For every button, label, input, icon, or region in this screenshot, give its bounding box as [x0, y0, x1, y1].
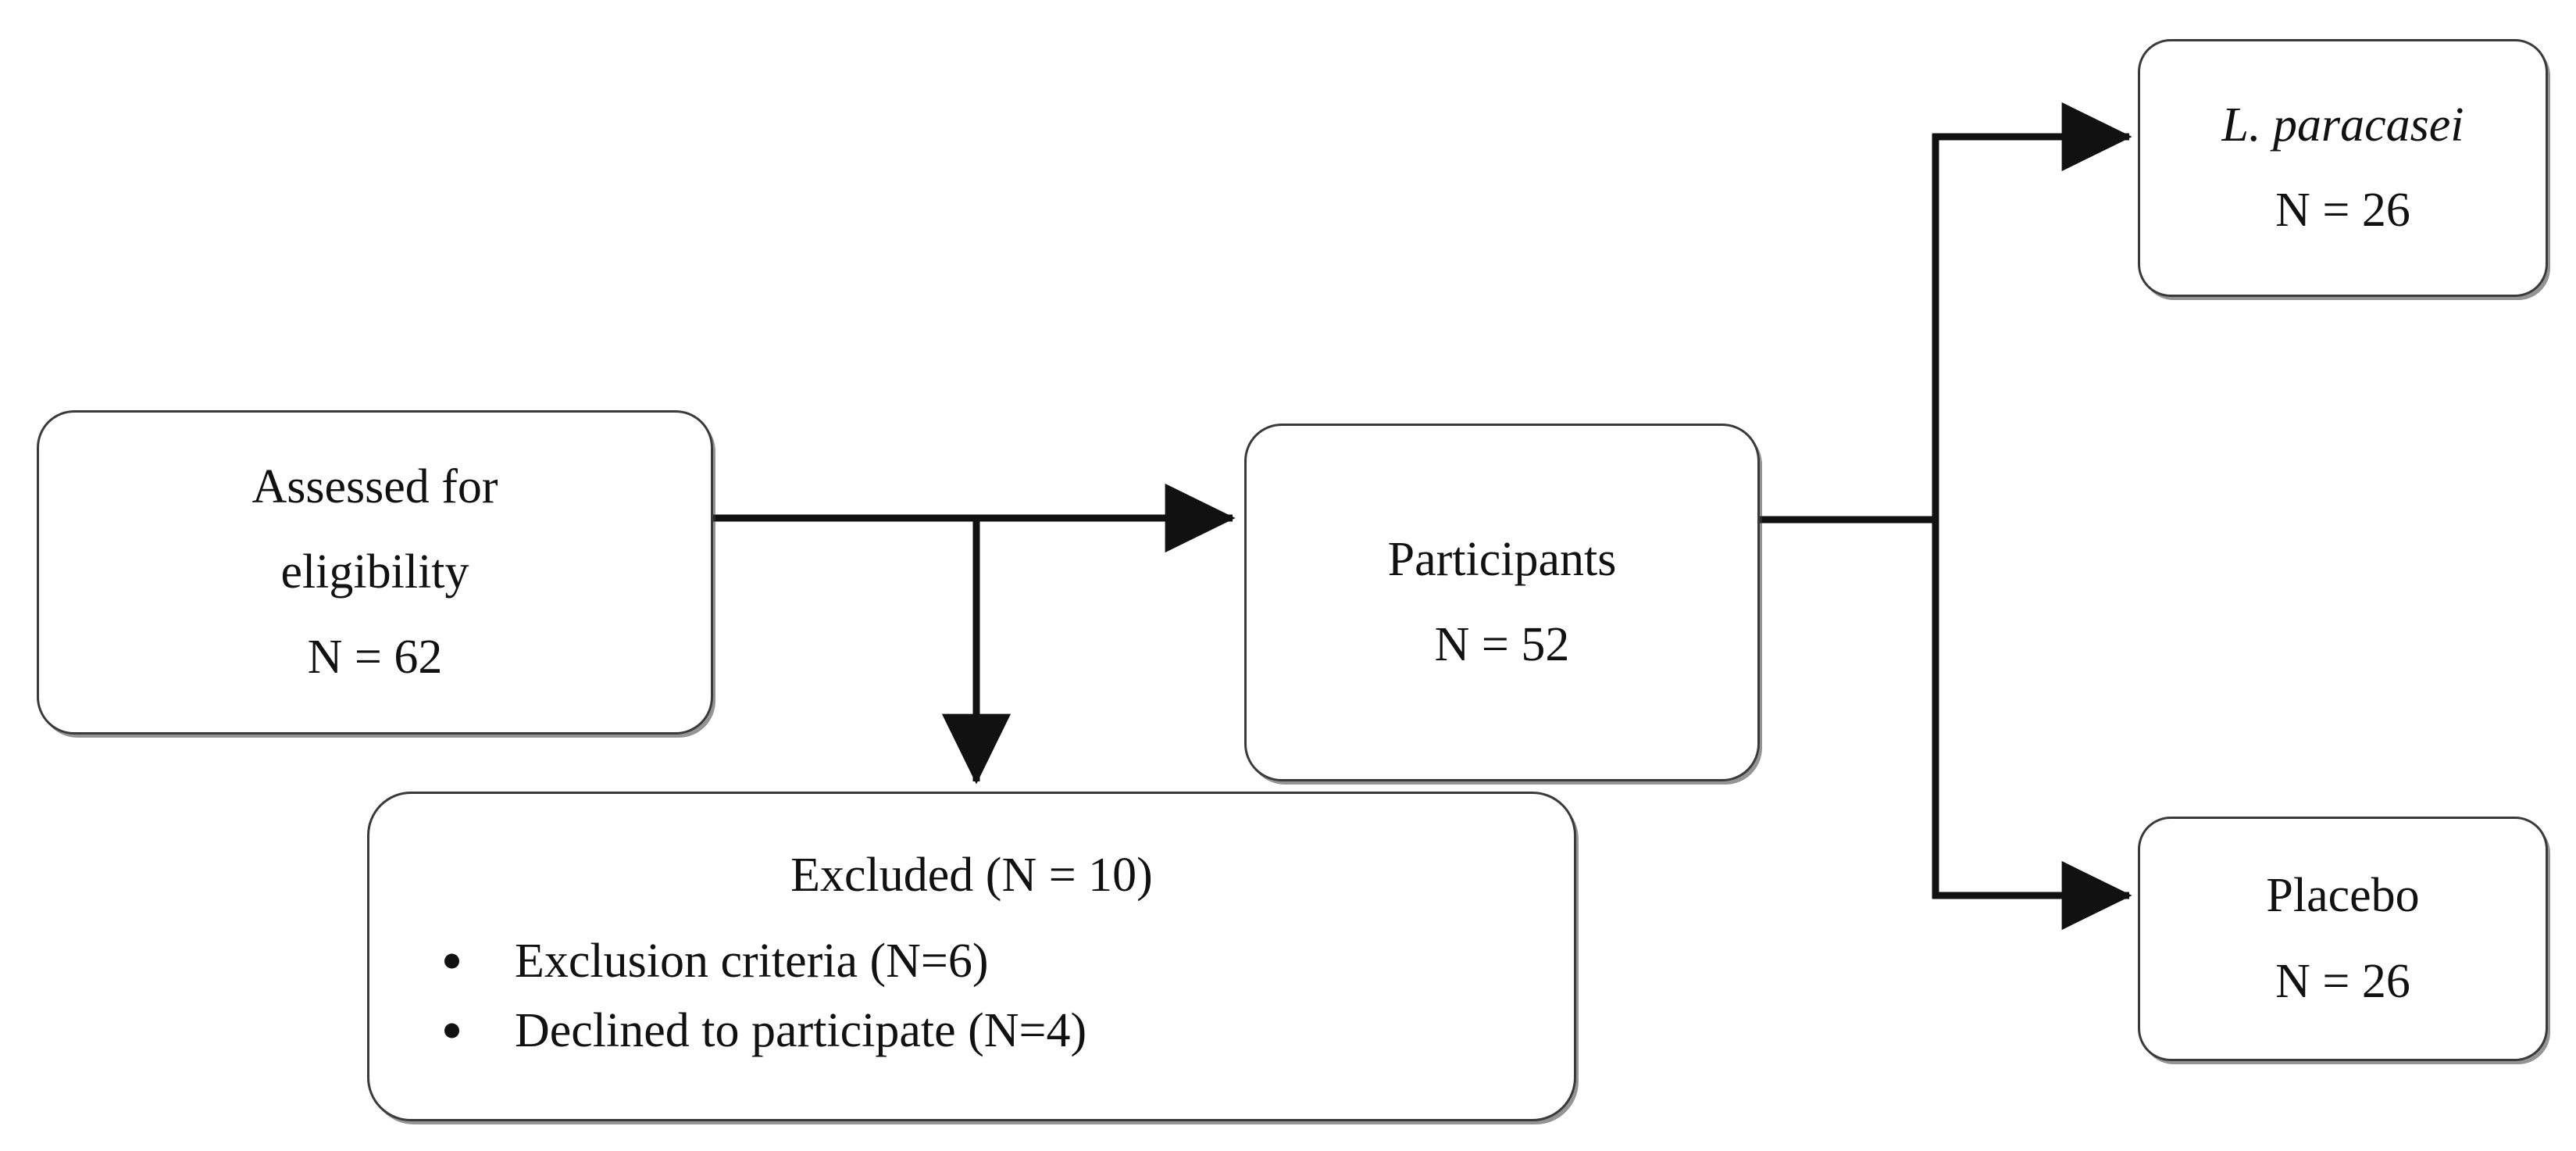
node-assessed-for-eligibility: Assessed for eligibility N = 62	[37, 410, 713, 735]
excluded-reason-label: Declined to participate (N=4)	[515, 1003, 1087, 1057]
assessed-line-2: eligibility	[280, 545, 469, 599]
node-participants: Participants N = 52	[1244, 424, 1760, 781]
assessed-count: N = 62	[307, 631, 443, 685]
node-treatment-l-paracasei: L. paracasei N = 26	[2138, 39, 2548, 297]
bullet-icon	[444, 1023, 459, 1038]
placebo-label: Placebo	[2266, 869, 2420, 923]
excluded-reason-label: Exclusion criteria (N=6)	[515, 935, 989, 988]
assessed-line-1: Assessed for	[252, 459, 498, 513]
excluded-reason-list: Exclusion criteria (N=6) Declined to par…	[415, 927, 1086, 1064]
placebo-count: N = 26	[2275, 954, 2410, 1008]
participants-count: N = 52	[1434, 618, 1570, 671]
list-item: Exclusion criteria (N=6)	[415, 927, 1086, 996]
bullet-icon	[444, 953, 459, 969]
excluded-title: Excluded (N = 10)	[790, 849, 1153, 903]
list-item: Declined to participate (N=4)	[415, 996, 1086, 1065]
participants-label: Participants	[1387, 532, 1617, 586]
treatment-count: N = 26	[2275, 184, 2410, 237]
node-placebo: Placebo N = 26	[2138, 817, 2548, 1061]
treatment-label: L. paracasei	[2221, 98, 2464, 152]
node-excluded: Excluded (N = 10) Exclusion criteria (N=…	[367, 792, 1576, 1121]
